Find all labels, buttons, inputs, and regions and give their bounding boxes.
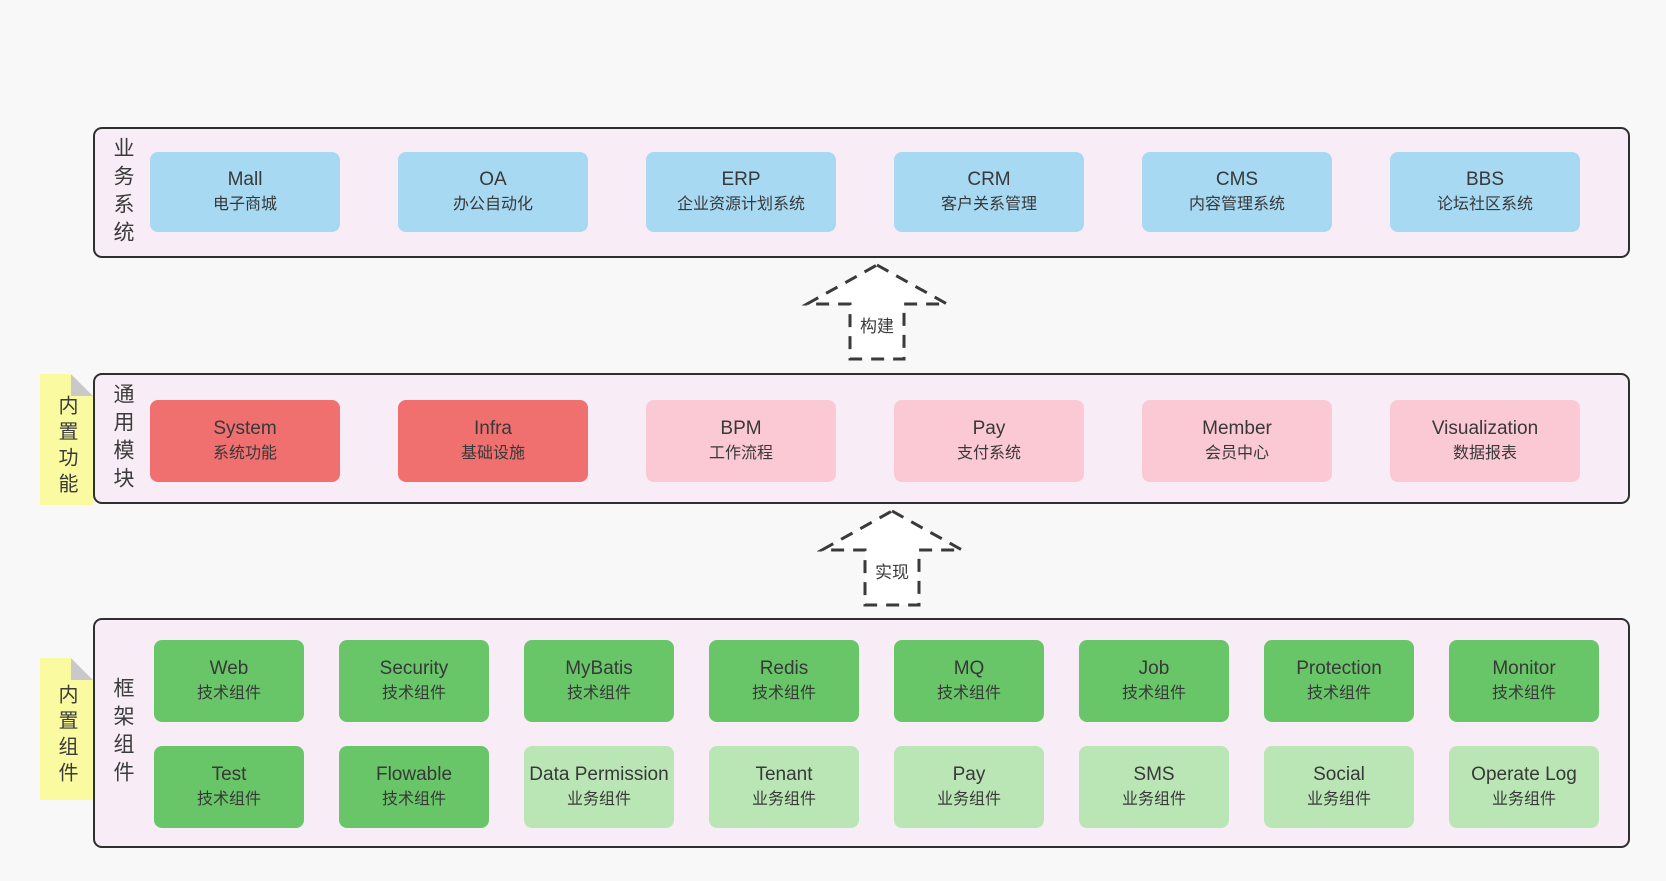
node-visualization: Visualization 数据报表 <box>1390 400 1580 482</box>
node-tenant: Tenant 业务组件 <box>709 746 859 828</box>
node-monitor: Monitor 技术组件 <box>1449 640 1599 722</box>
node-test: Test 技术组件 <box>154 746 304 828</box>
node-mall: Mall 电子商城 <box>150 152 340 232</box>
node-infra: Infra 基础设施 <box>398 400 588 482</box>
node-social: Social 业务组件 <box>1264 746 1414 828</box>
sticky-note-label: 内置组件 <box>55 684 77 788</box>
node-bpm: BPM 工作流程 <box>646 400 836 482</box>
layer-common-modules: 通用模块 System 系统功能 Infra 基础设施 BPM 工作流程 Pay… <box>93 373 1630 504</box>
node-protection: Protection 技术组件 <box>1264 640 1414 722</box>
node-bbs: BBS 论坛社区系统 <box>1390 152 1580 232</box>
node-data-permission: Data Permission 业务组件 <box>524 746 674 828</box>
node-web: Web 技术组件 <box>154 640 304 722</box>
layer-side-label: 通用模块 <box>111 382 134 495</box>
node-sms: SMS 业务组件 <box>1079 746 1229 828</box>
node-mybatis: MyBatis 技术组件 <box>524 640 674 722</box>
dashed-up-arrow-implement: 实现 <box>817 508 967 608</box>
node-job: Job 技术组件 <box>1079 640 1229 722</box>
node-pay-component: Pay 业务组件 <box>894 746 1044 828</box>
node-redis: Redis 技术组件 <box>709 640 859 722</box>
node-mq: MQ 技术组件 <box>894 640 1044 722</box>
arrow-label: 实现 <box>875 563 909 582</box>
node-erp: ERP 企业资源计划系统 <box>646 152 836 232</box>
layer-framework-components: 框架组件 Web 技术组件 Security 技术组件 MyBatis 技术组件… <box>93 618 1630 848</box>
node-pay-system: Pay 支付系统 <box>894 400 1084 482</box>
node-oa: OA 办公自动化 <box>398 152 588 232</box>
node-system: System 系统功能 <box>150 400 340 482</box>
node-operate-log: Operate Log 业务组件 <box>1449 746 1599 828</box>
arrow-label: 构建 <box>860 317 894 336</box>
node-cms: CMS 内容管理系统 <box>1142 152 1332 232</box>
node-security: Security 技术组件 <box>339 640 489 722</box>
sticky-note-built-in-features: 内置功能 <box>40 374 93 505</box>
layer-side-label: 业务系统 <box>111 136 134 249</box>
node-flowable: Flowable 技术组件 <box>339 746 489 828</box>
up-arrow-icon <box>802 263 952 361</box>
sticky-fold-corner <box>71 658 93 680</box>
sticky-fold-corner <box>71 374 93 396</box>
up-arrow-icon <box>817 509 967 607</box>
node-member: Member 会员中心 <box>1142 400 1332 482</box>
sticky-note-label: 内置功能 <box>55 394 77 499</box>
node-crm: CRM 客户关系管理 <box>894 152 1084 232</box>
layer-side-label: 框架组件 <box>111 677 134 789</box>
dashed-up-arrow-build: 构建 <box>802 262 952 362</box>
layer-business-systems: 业务系统 Mall 电子商城 OA 办公自动化 ERP 企业资源计划系统 CRM… <box>93 127 1630 258</box>
sticky-note-built-in-components: 内置组件 <box>40 658 93 800</box>
